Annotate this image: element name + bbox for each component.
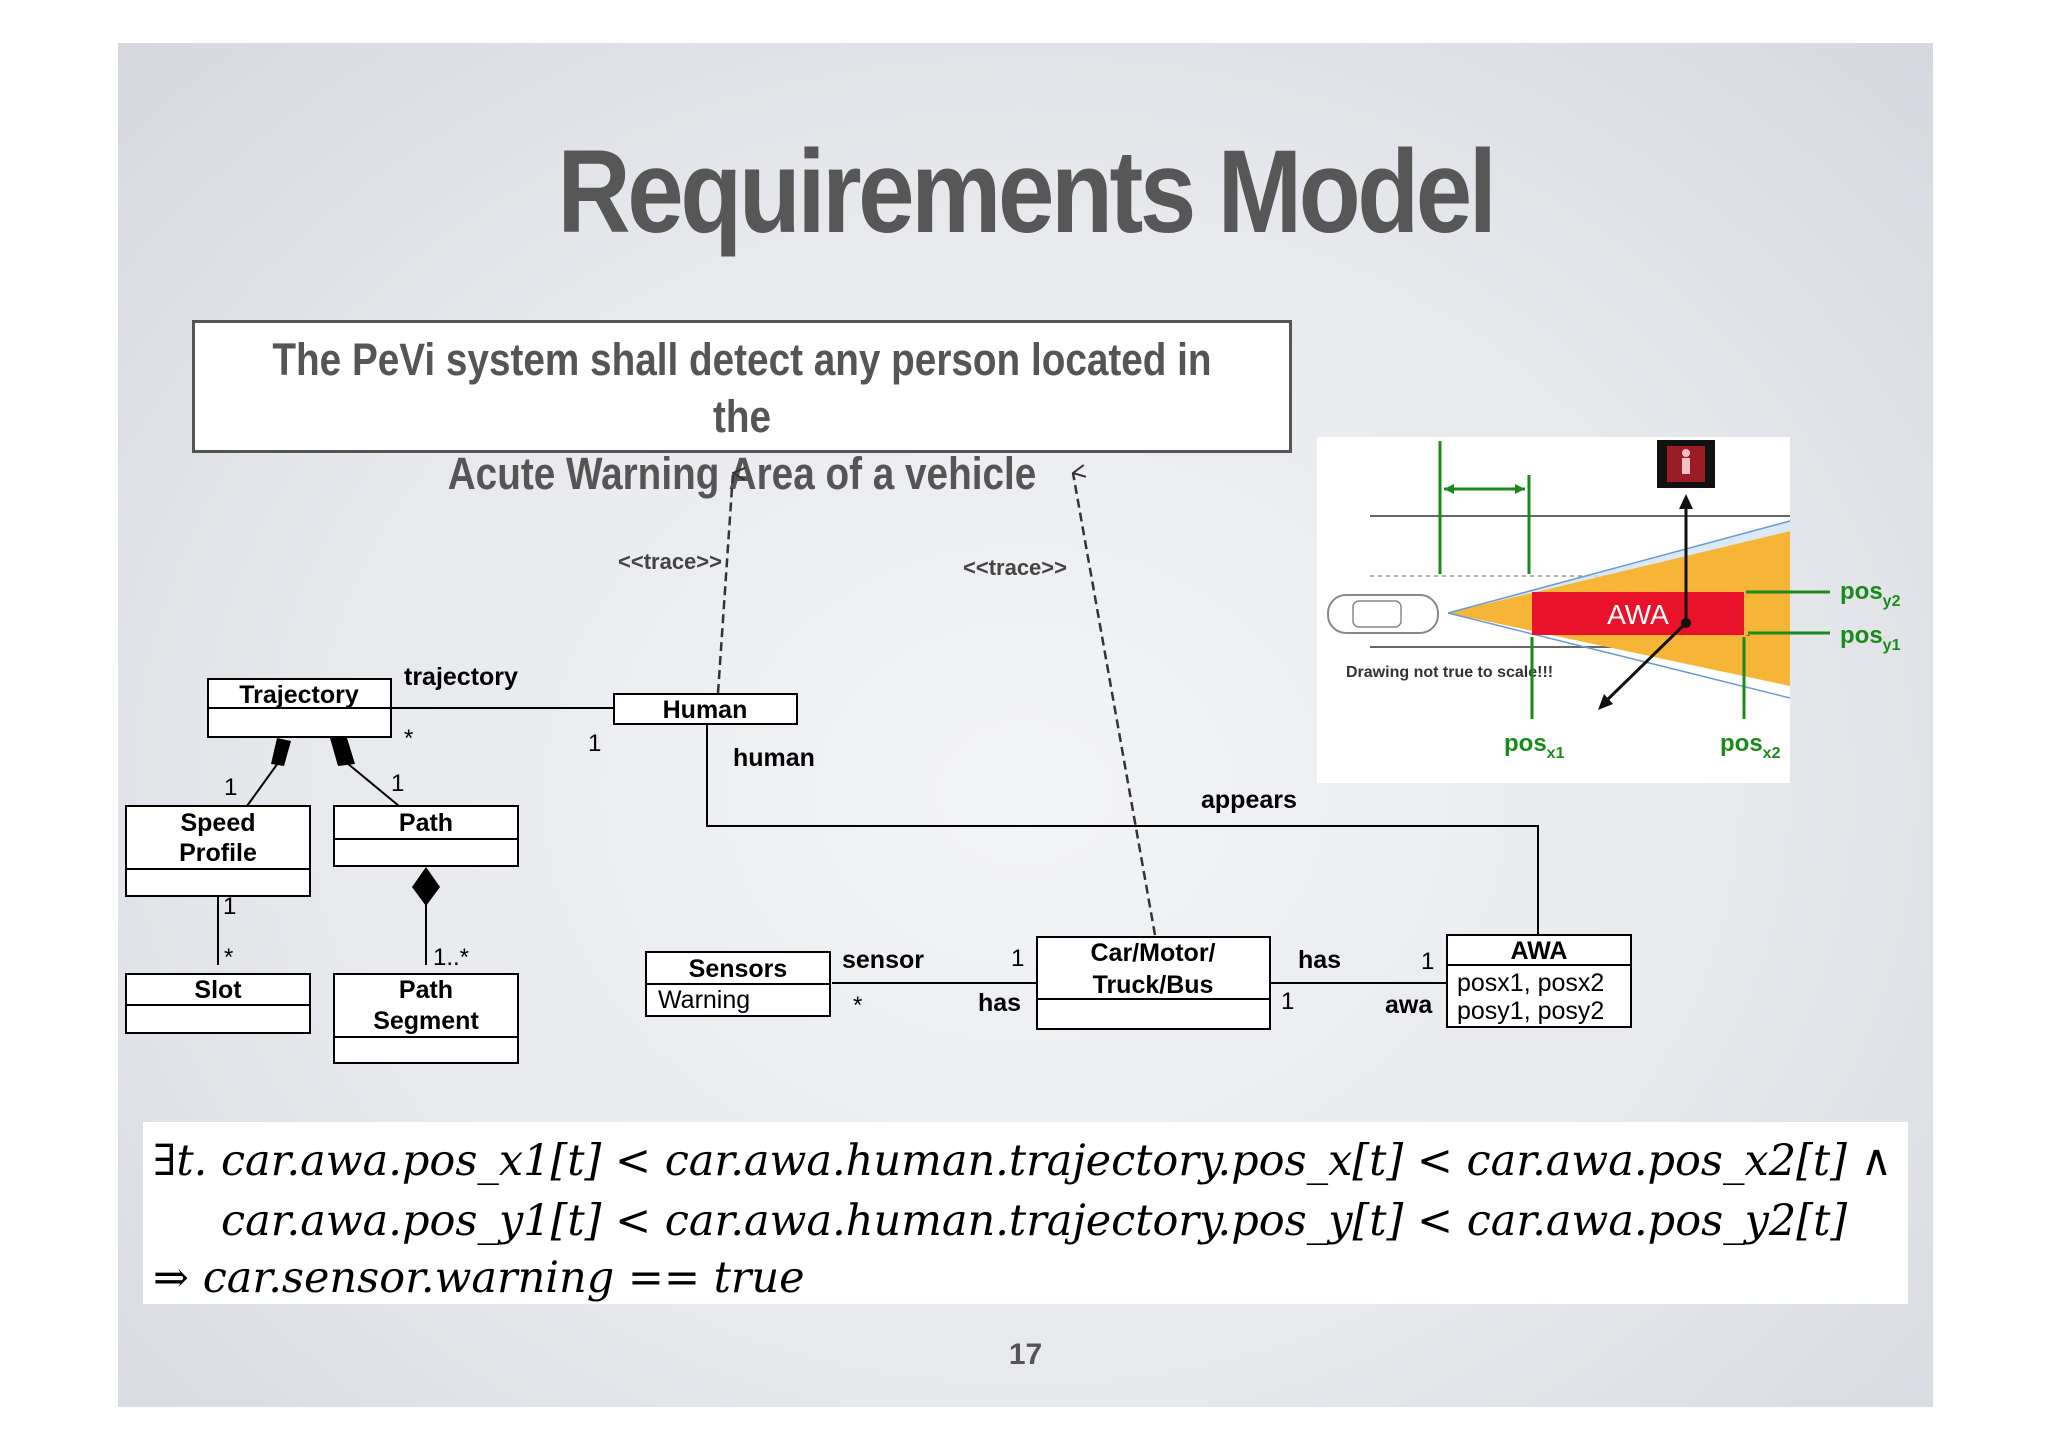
role-human: human [733, 744, 815, 772]
class-car-name-1: Car/Motor/ [1091, 939, 1216, 967]
assoc-traj-path [346, 762, 400, 807]
mult-human-one: 1 [588, 730, 601, 757]
class-path-segment-name-1: Path [399, 976, 453, 1004]
slide: Requirements Model The PeVi system shall… [118, 43, 1933, 1407]
label-appears: appears [1201, 786, 1297, 814]
mult-slot-star: * [224, 944, 233, 971]
class-trajectory-name: Trajectory [239, 681, 359, 709]
composition-diamond-segment [412, 867, 440, 906]
formula-line-2: car.awa.pos_y1[t] < car.awa.human.trajec… [221, 1196, 1848, 1246]
class-awa-name: AWA [1511, 937, 1568, 965]
awa-figure: AWA Drawing not true to scale!!! [1317, 437, 1901, 783]
awa-red-zone [1532, 592, 1744, 635]
assoc-human-awa [706, 724, 1539, 935]
figure-note: Drawing not true to scale!!! [1346, 664, 1553, 681]
slide-title: Requirements Model [557, 126, 1497, 258]
mult-sensor-star: * [853, 992, 862, 1019]
class-speed-profile-name-1: Speed [180, 809, 255, 837]
mult-speed-slot-one: 1 [223, 893, 236, 920]
formula-line-1: ∃t. car.awa.pos_x1[t] < car.awa.human.tr… [153, 1136, 1893, 1186]
page-number: 17 [1008, 1338, 1043, 1371]
class-car: Car/Motor/ Truck/Bus [1036, 936, 1271, 1030]
dimension-lines [1438, 441, 1830, 719]
class-awa-attr-1: posx1, posx2 [1457, 969, 1604, 997]
mult-car-sensor-one: 1 [1011, 945, 1024, 972]
label-has-2: has [1298, 946, 1341, 974]
class-human: Human [613, 693, 798, 725]
trace-arrow-car [1073, 473, 1157, 936]
mult-car-awa-one: 1 [1281, 988, 1294, 1015]
class-awa-attr-2: posy1, posy2 [1457, 997, 1604, 1025]
role-trajectory: trajectory [404, 663, 518, 691]
composition-diamond-path [330, 738, 355, 766]
awa-zone-label: AWA [1607, 599, 1669, 630]
class-path-segment-name-2: Segment [373, 1007, 479, 1035]
trace-label-2: <<trace>> [963, 555, 1067, 580]
class-sensors-name: Sensors [689, 955, 788, 983]
class-slot: Slot [125, 973, 311, 1034]
role-sensor: sensor [842, 946, 924, 974]
class-path-segment: Path Segment [333, 973, 519, 1064]
pos-y2-label: posy2 [1840, 578, 1901, 610]
class-path-name: Path [399, 809, 453, 837]
class-human-name: Human [663, 696, 748, 724]
trace-label-1: <<trace>> [618, 549, 722, 574]
pos-x1-label: posx1 [1504, 730, 1565, 762]
composition-diamond-speed [271, 738, 291, 766]
class-car-name-2: Truck/Bus [1093, 971, 1214, 999]
class-slot-name: Slot [194, 976, 242, 1004]
class-trajectory: Trajectory [207, 678, 392, 738]
mult-segment-many: 1..* [433, 944, 469, 971]
role-awa: awa [1385, 991, 1433, 1019]
requirement-box: The PeVi system shall detect any person … [192, 320, 1292, 499]
class-speed-profile: Speed Profile [125, 805, 311, 897]
class-path: Path [333, 805, 519, 867]
class-sensors: Sensors Warning [645, 951, 831, 1017]
class-sensors-attr: Warning [658, 986, 750, 1014]
pos-y1-label: posy1 [1840, 622, 1901, 654]
label-has-1: has [978, 989, 1021, 1017]
mult-traj-star: * [404, 725, 413, 752]
class-awa: AWA posx1, posx2 posy1, posy2 [1446, 934, 1632, 1028]
formula-box: ∃t. car.awa.pos_x1[t] < car.awa.human.tr… [143, 1122, 1908, 1304]
formula-line-3: ⇒ car.sensor.warning == true [153, 1253, 805, 1303]
trace-arrow-human [716, 473, 733, 694]
assoc-traj-speed [246, 762, 279, 807]
car-icon [1327, 594, 1439, 634]
mult-speed-one: 1 [224, 774, 237, 801]
class-speed-profile-name-2: Profile [179, 839, 257, 867]
requirement-line-1: The PeVi system shall detect any person … [272, 334, 1212, 442]
pos-x2-label: posx2 [1720, 730, 1781, 762]
mult-awa-one: 1 [1421, 948, 1434, 975]
mult-path-one: 1 [391, 770, 404, 797]
uml-diagram: <<trace>> <<trace>> Trajectory Human Spe… [125, 437, 1901, 1064]
